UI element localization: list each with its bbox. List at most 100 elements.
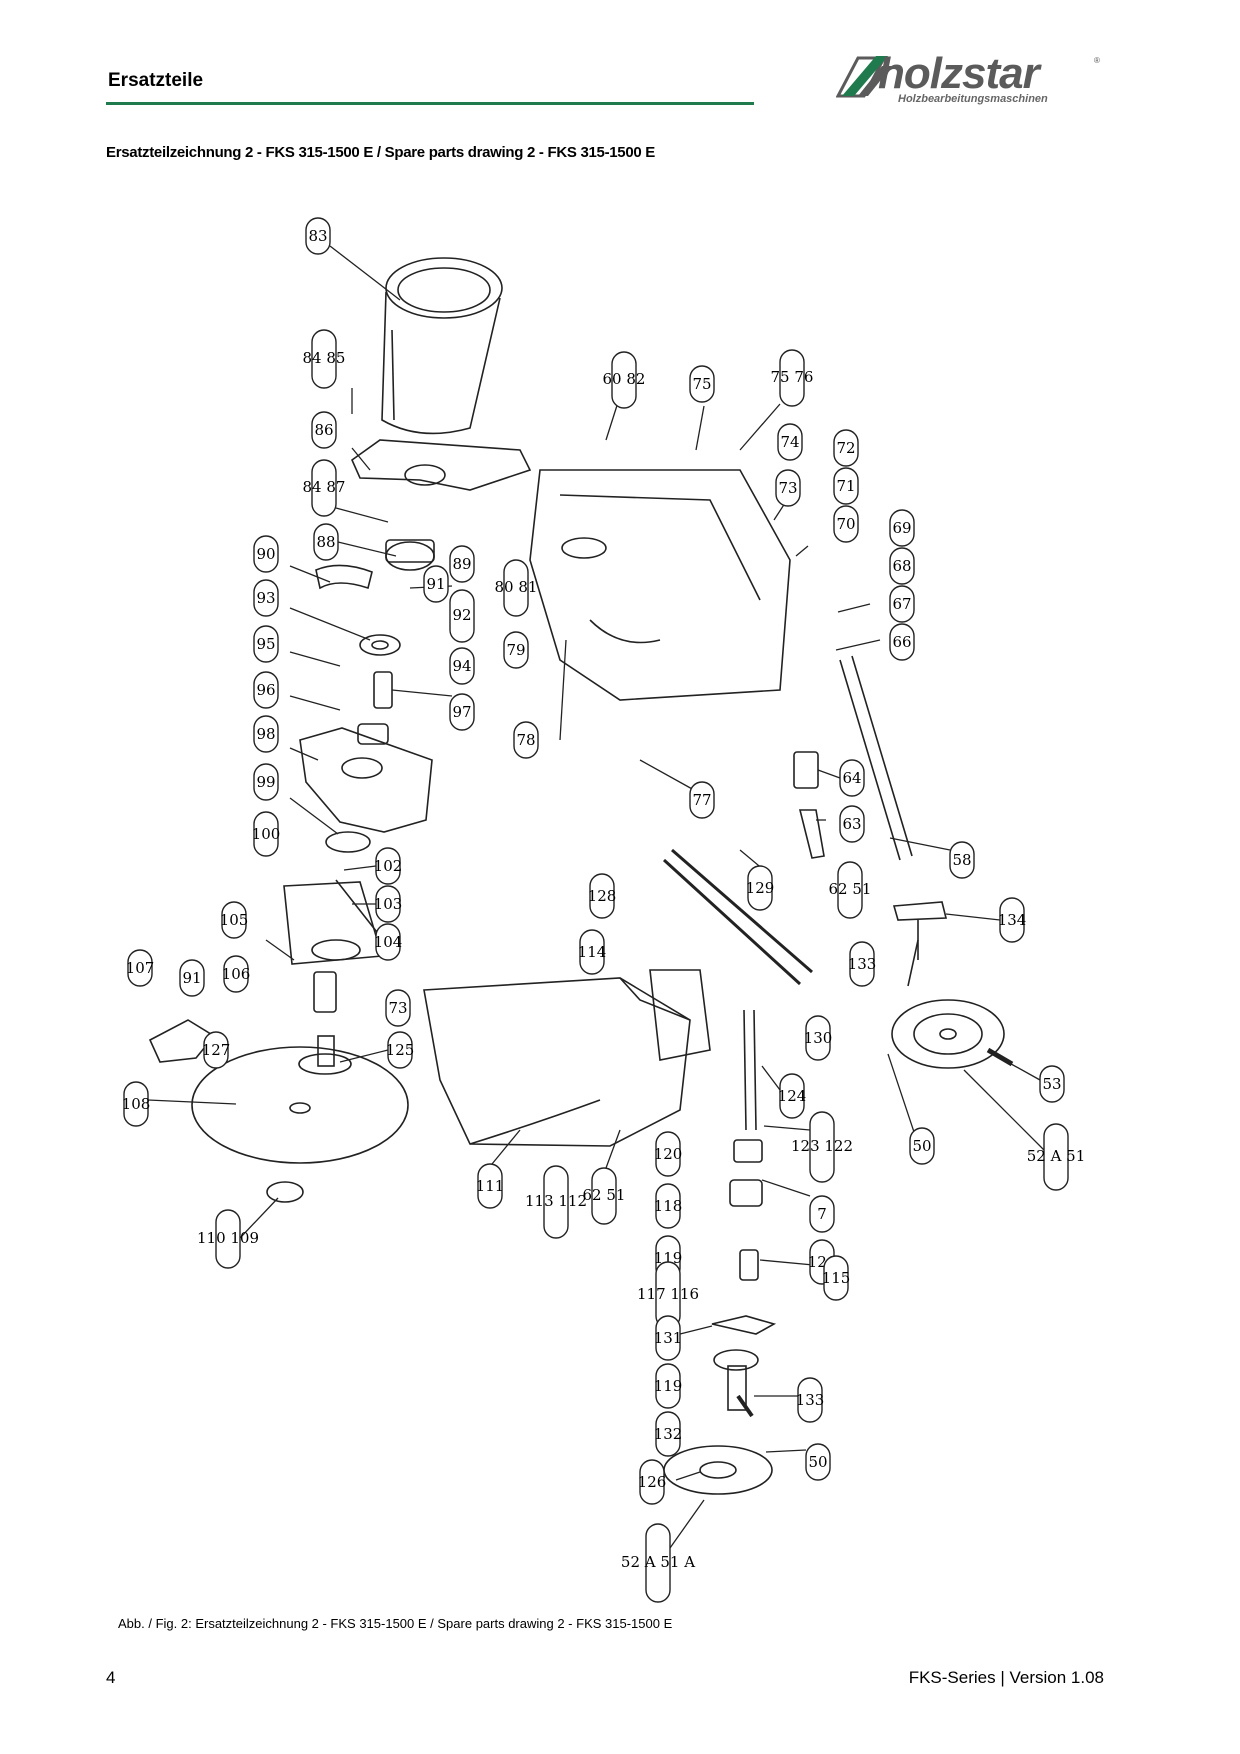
- svg-text:67: 67: [892, 595, 911, 613]
- logo-tagline: Holzbearbeitungsmaschinen: [898, 93, 1048, 105]
- part-balloon: 99: [253, 763, 279, 801]
- svg-text:102: 102: [374, 857, 403, 875]
- svg-text:114: 114: [578, 943, 607, 961]
- svg-text:75 76: 75 76: [771, 368, 814, 386]
- part-balloon: 98: [253, 715, 279, 753]
- svg-text:52 A 51 A: 52 A 51 A: [621, 1553, 695, 1571]
- part-balloon: 63: [839, 805, 865, 843]
- part-balloon: 110 109: [197, 1209, 259, 1269]
- part-balloon: 134: [998, 897, 1027, 943]
- part-balloon: 66: [889, 623, 915, 661]
- svg-text:126: 126: [638, 1473, 667, 1491]
- svg-text:117 116: 117 116: [637, 1285, 699, 1303]
- svg-text:120: 120: [654, 1145, 683, 1163]
- svg-text:127: 127: [202, 1041, 231, 1059]
- svg-text:128: 128: [588, 887, 617, 905]
- part-balloon: 97: [449, 693, 475, 731]
- svg-text:131: 131: [654, 1329, 683, 1347]
- svg-text:84 85: 84 85: [303, 349, 346, 367]
- svg-text:60 82: 60 82: [603, 370, 646, 388]
- svg-text:133: 133: [848, 955, 877, 973]
- svg-text:90: 90: [256, 545, 275, 563]
- part-balloon: 52 A 51 A: [621, 1523, 695, 1603]
- part-balloon: 74: [777, 423, 803, 461]
- part-balloon: 119: [654, 1363, 683, 1409]
- svg-text:88: 88: [316, 533, 335, 551]
- part-balloon: 95: [253, 625, 279, 663]
- svg-text:58: 58: [952, 851, 971, 869]
- svg-text:92: 92: [452, 606, 471, 624]
- svg-text:123 122: 123 122: [791, 1137, 853, 1155]
- part-balloon: 73: [385, 989, 411, 1027]
- part-balloon: 102: [374, 847, 403, 885]
- part-balloon: 133: [796, 1377, 825, 1423]
- svg-text:98: 98: [256, 725, 275, 743]
- part-balloon: 108: [122, 1081, 151, 1127]
- part-balloon: 91: [423, 565, 449, 603]
- svg-text:125: 125: [386, 1041, 415, 1059]
- svg-text:119: 119: [654, 1377, 683, 1395]
- part-balloon: 75: [689, 365, 715, 403]
- part-balloon: 79: [503, 631, 529, 669]
- svg-text:133: 133: [796, 1391, 825, 1409]
- svg-text:105: 105: [220, 911, 249, 929]
- part-balloon: 69: [889, 509, 915, 547]
- part-balloon: 105: [220, 901, 249, 939]
- part-balloon: 124: [778, 1073, 806, 1119]
- part-balloon: 117 116: [637, 1261, 699, 1329]
- part-balloon: 107: [126, 949, 155, 987]
- part-balloon: 133: [848, 941, 877, 987]
- svg-text:111: 111: [476, 1177, 505, 1195]
- part-balloon: 50: [909, 1127, 935, 1165]
- svg-text:78: 78: [516, 731, 535, 749]
- part-balloon: 77: [689, 781, 715, 819]
- svg-text:93: 93: [256, 589, 275, 607]
- holzstar-logo: holzstar ® Holzbearbeitungsmaschinen: [836, 52, 1106, 112]
- part-balloon: 84 87: [303, 459, 346, 517]
- svg-text:89: 89: [452, 555, 471, 573]
- logo-wordmark: holzstar: [878, 49, 1040, 98]
- part-balloon: 73: [775, 469, 801, 507]
- svg-text:74: 74: [780, 433, 799, 451]
- part-balloon: 130: [804, 1015, 832, 1061]
- part-balloon: 64: [839, 759, 865, 797]
- part-balloon: 120: [654, 1131, 683, 1177]
- svg-text:96: 96: [256, 681, 275, 699]
- header-divider: [106, 102, 754, 105]
- svg-text:63: 63: [842, 815, 861, 833]
- svg-text:52 A 51: 52 A 51: [1027, 1147, 1086, 1165]
- drawing-title: Ersatzteilzeichnung 2 - FKS 315-1500 E /…: [106, 144, 656, 161]
- svg-text:64: 64: [842, 769, 861, 787]
- svg-text:50: 50: [808, 1453, 827, 1471]
- svg-text:53: 53: [1042, 1075, 1061, 1093]
- svg-text:129: 129: [746, 879, 775, 897]
- svg-text:95: 95: [256, 635, 275, 653]
- part-balloon: 126: [638, 1459, 667, 1505]
- svg-text:115: 115: [822, 1269, 851, 1287]
- part-balloon: 70: [833, 505, 859, 543]
- svg-text:134: 134: [998, 911, 1027, 929]
- part-balloon: 52 A 51: [1027, 1123, 1086, 1191]
- part-balloon: 93: [253, 579, 279, 617]
- svg-text:73: 73: [778, 479, 797, 497]
- part-balloon: 103: [374, 885, 402, 923]
- svg-text:62 51: 62 51: [583, 1186, 626, 1204]
- svg-text:62 51: 62 51: [829, 880, 872, 898]
- svg-text:99: 99: [256, 773, 275, 791]
- svg-text:107: 107: [126, 959, 155, 977]
- svg-text:94: 94: [452, 657, 471, 675]
- svg-text:79: 79: [506, 641, 525, 659]
- svg-text:118: 118: [654, 1197, 683, 1215]
- svg-text:84 87: 84 87: [303, 478, 346, 496]
- page-number: 4: [106, 1668, 116, 1687]
- svg-text:108: 108: [122, 1095, 151, 1113]
- svg-text:106: 106: [222, 965, 251, 983]
- svg-text:77: 77: [692, 791, 711, 809]
- part-balloon: 129: [746, 865, 775, 911]
- part-balloon: 67: [889, 585, 915, 623]
- part-balloon: 58: [949, 841, 975, 879]
- part-balloon: 88: [313, 523, 339, 561]
- part-balloon: 127: [202, 1031, 231, 1069]
- svg-text:70: 70: [836, 515, 855, 533]
